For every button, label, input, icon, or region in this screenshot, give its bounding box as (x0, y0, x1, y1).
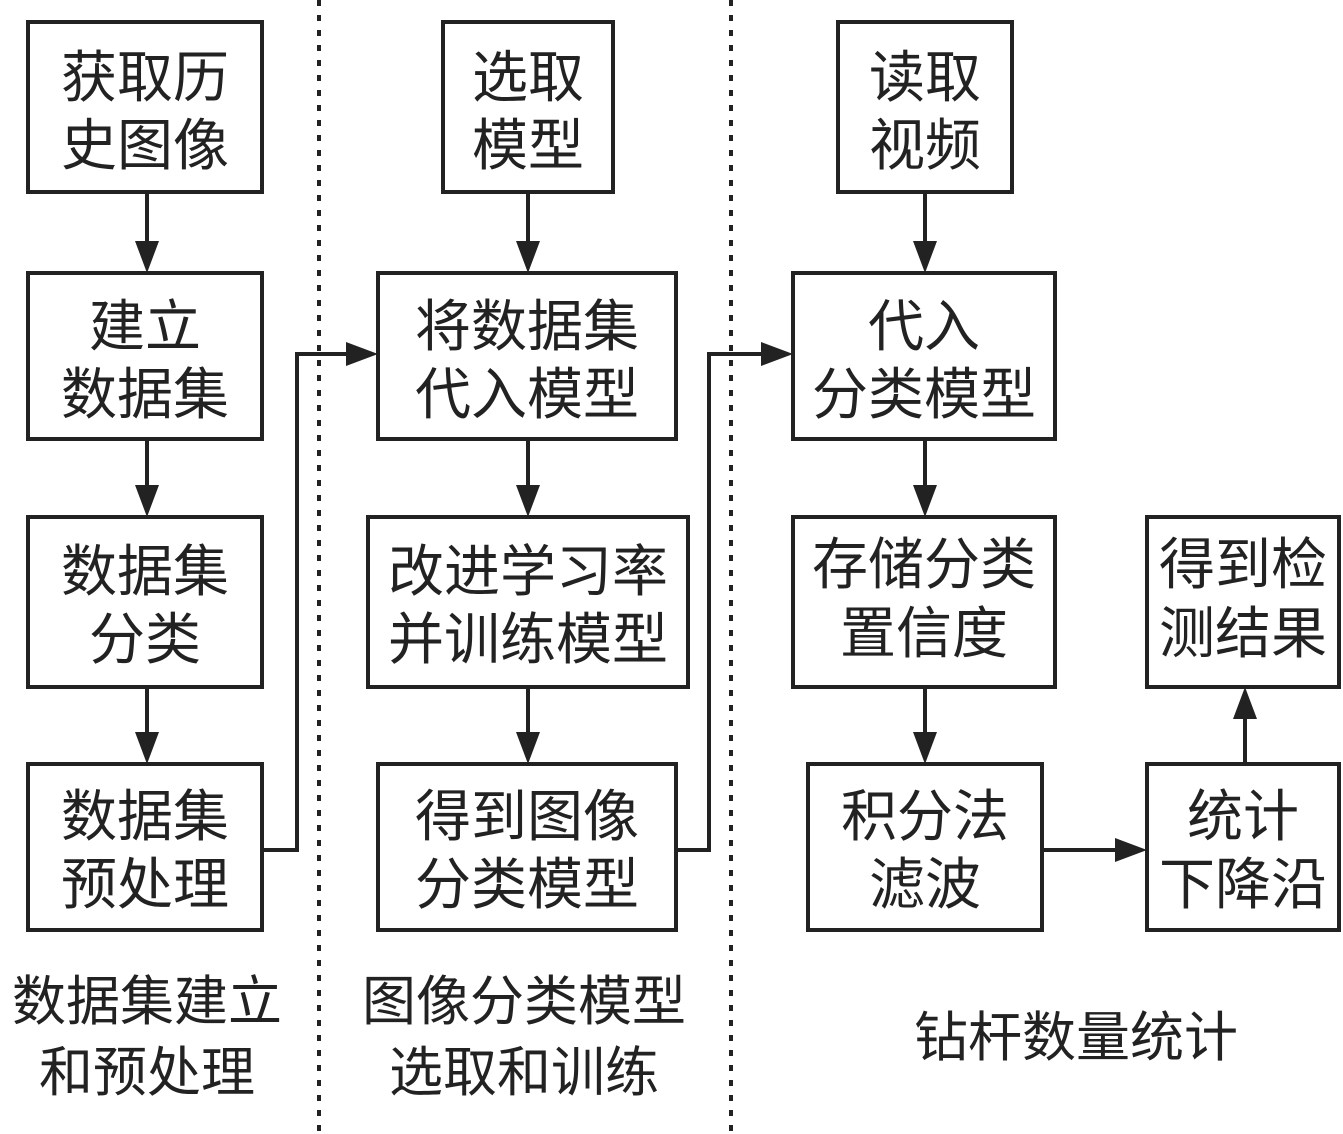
caption-model: 图像分类模型 选取和训练 (362, 970, 686, 1104)
box-get-history-images-line1: 获取历 (61, 46, 229, 111)
box-read-video-line2: 视频 (869, 114, 981, 179)
box-count-falling-edge-line2: 下降沿 (1159, 853, 1327, 918)
box-integral-filter: 积分法 滤波 (806, 762, 1044, 932)
box-get-history-images-line2: 史图像 (61, 114, 229, 179)
caption-counting: 钻杆数量统计 (914, 1006, 1238, 1069)
box-get-result-line1: 得到检 (1159, 533, 1327, 598)
caption-counting-line1: 钻杆数量统计 (914, 1006, 1238, 1069)
box-get-classifier: 得到图像 分类模型 (376, 762, 678, 932)
box-select-model-line2: 模型 (472, 114, 584, 179)
arrow-feed-to-improve (516, 439, 540, 517)
box-get-history-images: 获取历 史图像 (26, 20, 264, 194)
arrow-count-to-result (1233, 687, 1257, 764)
box-improve-lr-train: 改进学习率 并训练模型 (366, 515, 690, 689)
arrow-read-to-feed-classifier (913, 192, 937, 273)
caption-dataset: 数据集建立 和预处理 (12, 970, 282, 1104)
arrow-feed-classifier-to-store (913, 439, 937, 517)
arrow-improve-to-classifier (516, 687, 540, 764)
box-feed-dataset-line1: 将数据集 (415, 295, 639, 360)
box-get-classifier-line2: 分类模型 (415, 853, 639, 918)
box-feed-classifier-line2: 分类模型 (812, 363, 1036, 428)
box-build-dataset: 建立 数据集 (26, 271, 264, 441)
box-store-confidence-line1: 存储分类 (812, 533, 1036, 598)
arrow-classifier-to-feed-classifier (676, 342, 793, 852)
caption-model-line2: 选取和训练 (389, 1041, 659, 1104)
box-classify-dataset: 数据集 分类 (26, 515, 264, 689)
box-feed-dataset: 将数据集 代入模型 (376, 271, 678, 441)
box-preprocess-dataset: 数据集 预处理 (26, 762, 264, 932)
box-count-falling-edge: 统计 下降沿 (1145, 762, 1341, 932)
box-read-video-line1: 读取 (869, 46, 981, 111)
arrow-classify-to-preprocess (135, 687, 159, 764)
caption-dataset-line1: 数据集建立 (12, 970, 282, 1033)
arrow-preprocess-to-feed-dataset (262, 342, 378, 852)
caption-model-line1: 图像分类模型 (362, 970, 686, 1033)
box-preprocess-dataset-line1: 数据集 (61, 785, 229, 850)
box-select-model-line1: 选取 (472, 46, 584, 111)
arrow-build-to-classify (135, 439, 159, 517)
box-improve-lr-train-line2: 并训练模型 (388, 608, 668, 673)
caption-dataset-line2: 和预处理 (39, 1041, 255, 1104)
box-get-classifier-line1: 得到图像 (415, 785, 639, 850)
box-read-video: 读取 视频 (836, 20, 1014, 194)
box-classify-dataset-line1: 数据集 (61, 540, 229, 605)
arrow-store-to-filter (913, 687, 937, 764)
box-get-result-line2: 测结果 (1159, 602, 1327, 667)
box-feed-classifier-line1: 代入 (868, 295, 980, 360)
box-integral-filter-line1: 积分法 (841, 785, 1009, 850)
box-count-falling-edge-line1: 统计 (1187, 785, 1299, 850)
box-get-result: 得到检 测结果 (1145, 515, 1341, 689)
box-store-confidence: 存储分类 置信度 (791, 515, 1057, 689)
box-feed-dataset-line2: 代入模型 (415, 363, 639, 428)
box-integral-filter-line2: 滤波 (869, 853, 981, 918)
box-preprocess-dataset-line2: 预处理 (61, 853, 229, 918)
box-store-confidence-line2: 置信度 (840, 602, 1008, 667)
arrow-select-to-feed (516, 192, 540, 273)
box-build-dataset-line2: 数据集 (61, 363, 229, 428)
arrow-history-to-build (135, 192, 159, 273)
box-classify-dataset-line2: 分类 (89, 608, 201, 673)
box-build-dataset-line1: 建立 (89, 295, 201, 360)
box-improve-lr-train-line1: 改进学习率 (388, 540, 668, 605)
box-feed-classifier: 代入 分类模型 (791, 271, 1057, 441)
box-select-model: 选取 模型 (441, 20, 615, 194)
arrow-filter-to-count (1042, 838, 1147, 862)
